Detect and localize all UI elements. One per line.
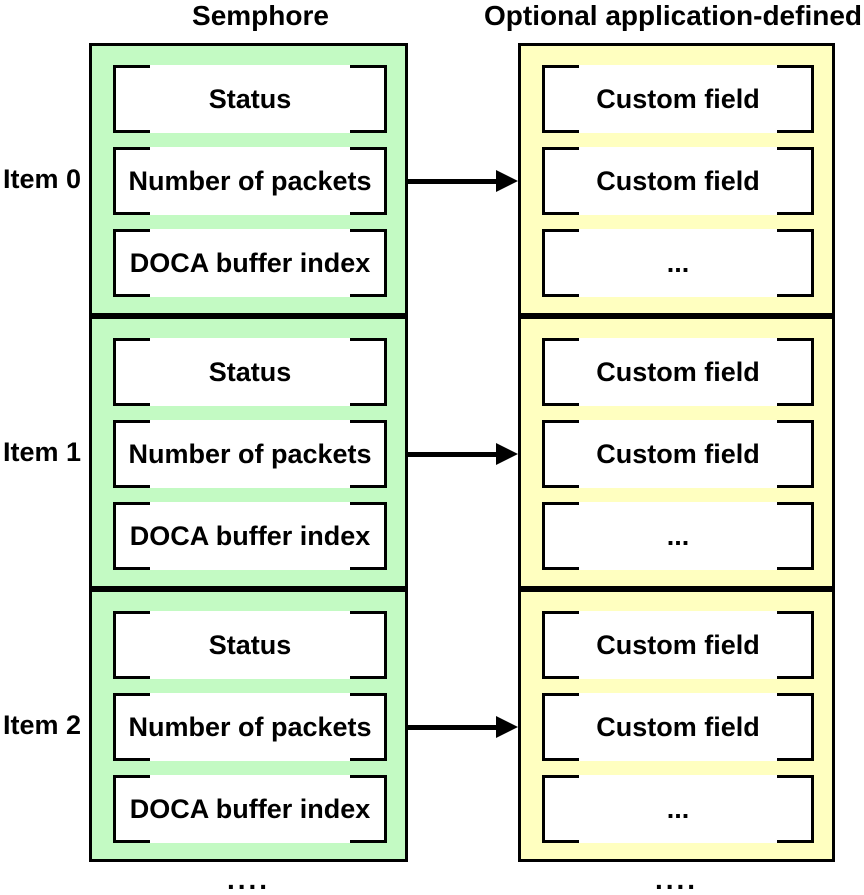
- app-field-ellipsis: ...: [542, 775, 814, 843]
- arrow-shaft: [408, 725, 500, 730]
- arrow-connector: [408, 589, 518, 862]
- semaphore-field-status: Status: [113, 65, 387, 133]
- item-row: Item 0 Status Number of packets DOCA buf…: [0, 43, 864, 316]
- arrow-shaft: [408, 452, 500, 457]
- item-row: Item 1 Status Number of packets DOCA buf…: [0, 316, 864, 589]
- arrow-head-icon: [496, 716, 518, 738]
- app-defined-box: Custom field Custom field ...: [518, 316, 835, 589]
- semaphore-field-num-packets: Number of packets: [113, 420, 387, 488]
- arrow-connector: [408, 316, 518, 589]
- ellipsis-continuation: ....: [654, 864, 699, 895]
- item-label: Item 1: [2, 437, 82, 467]
- app-field-custom-2: Custom field: [542, 147, 814, 215]
- semaphore-field-status: Status: [113, 611, 387, 679]
- semaphore-box: Status Number of packets DOCA buffer ind…: [89, 316, 408, 589]
- arrow-shaft: [408, 179, 500, 184]
- item-label: Item 0: [2, 164, 82, 194]
- semaphore-field-num-packets: Number of packets: [113, 147, 387, 215]
- semaphore-field-num-packets: Number of packets: [113, 693, 387, 761]
- semaphore-field-status: Status: [113, 338, 387, 406]
- app-field-custom-1: Custom field: [542, 338, 814, 406]
- arrow-connector: [408, 43, 518, 316]
- app-field-custom-2: Custom field: [542, 693, 814, 761]
- app-field-custom-2: Custom field: [542, 420, 814, 488]
- item-label: Item 2: [2, 710, 82, 740]
- item-row: Item 2 Status Number of packets DOCA buf…: [0, 589, 864, 862]
- app-field-custom-1: Custom field: [542, 611, 814, 679]
- semaphore-box: Status Number of packets DOCA buffer ind…: [89, 43, 408, 316]
- app-field-ellipsis: ...: [542, 229, 814, 297]
- arrow-head-icon: [496, 170, 518, 192]
- semaphore-field-doca-buffer-index: DOCA buffer index: [113, 502, 387, 570]
- ellipsis-continuation: ....: [226, 864, 271, 895]
- app-defined-column-title: Optional application-defined: [484, 0, 862, 31]
- app-defined-box: Custom field Custom field ...: [518, 589, 835, 862]
- arrow-head-icon: [496, 443, 518, 465]
- semaphore-column-title: Semphore: [192, 0, 329, 31]
- app-field-custom-1: Custom field: [542, 65, 814, 133]
- semaphore-field-doca-buffer-index: DOCA buffer index: [113, 229, 387, 297]
- semaphore-field-doca-buffer-index: DOCA buffer index: [113, 775, 387, 843]
- app-defined-box: Custom field Custom field ...: [518, 43, 835, 316]
- semaphore-box: Status Number of packets DOCA buffer ind…: [89, 589, 408, 862]
- app-field-ellipsis: ...: [542, 502, 814, 570]
